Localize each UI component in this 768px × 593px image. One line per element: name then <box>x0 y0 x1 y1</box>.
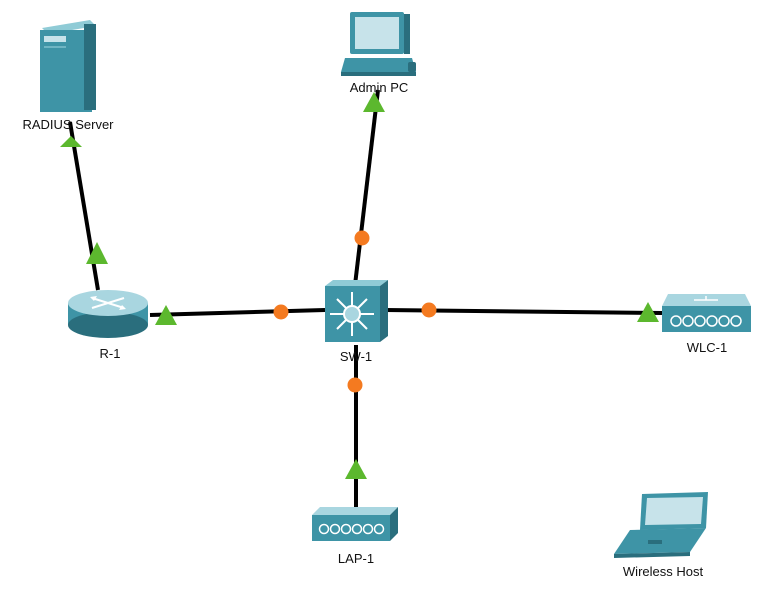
admin-pc-label: Admin PC <box>350 80 409 95</box>
blocking-dot-icon <box>273 304 289 320</box>
blocking-dot-icon <box>421 302 437 318</box>
up-triangle-icon <box>345 459 367 479</box>
wireless-host-device[interactable] <box>614 492 708 558</box>
up-triangle-icon <box>155 305 177 325</box>
up-triangle-icon <box>637 302 659 322</box>
wireless-host-label: Wireless Host <box>623 564 704 579</box>
up-triangle-icon <box>60 136 82 147</box>
link-sw1-adminpc[interactable] <box>353 89 380 286</box>
radius-server-label: RADIUS Server <box>22 117 114 132</box>
link-status-blocking-markers <box>273 230 437 393</box>
admin-pc-device[interactable] <box>341 12 416 76</box>
lap1-device[interactable] <box>312 507 398 541</box>
up-triangle-icon <box>86 242 108 264</box>
link-r1-radius[interactable] <box>68 121 100 291</box>
device-labels: RADIUS Server Admin PC R-1 SW-1 WLC-1 LA… <box>22 80 727 579</box>
link-r1-sw1[interactable] <box>149 308 326 317</box>
wlc1-label: WLC-1 <box>687 340 727 355</box>
router-r1-device[interactable] <box>68 290 148 338</box>
blocking-dot-icon <box>354 230 370 246</box>
switch-sw1-label: SW-1 <box>340 349 372 364</box>
up-triangle-icon <box>363 92 385 112</box>
router-r1-label: R-1 <box>100 346 121 361</box>
wlc1-device[interactable] <box>662 294 751 332</box>
link-status-up-markers <box>60 92 659 479</box>
blocking-dot-icon <box>347 377 363 393</box>
switch-sw1-device[interactable] <box>325 280 388 342</box>
radius-server-device[interactable] <box>40 20 96 112</box>
lap1-label: LAP-1 <box>338 551 374 566</box>
